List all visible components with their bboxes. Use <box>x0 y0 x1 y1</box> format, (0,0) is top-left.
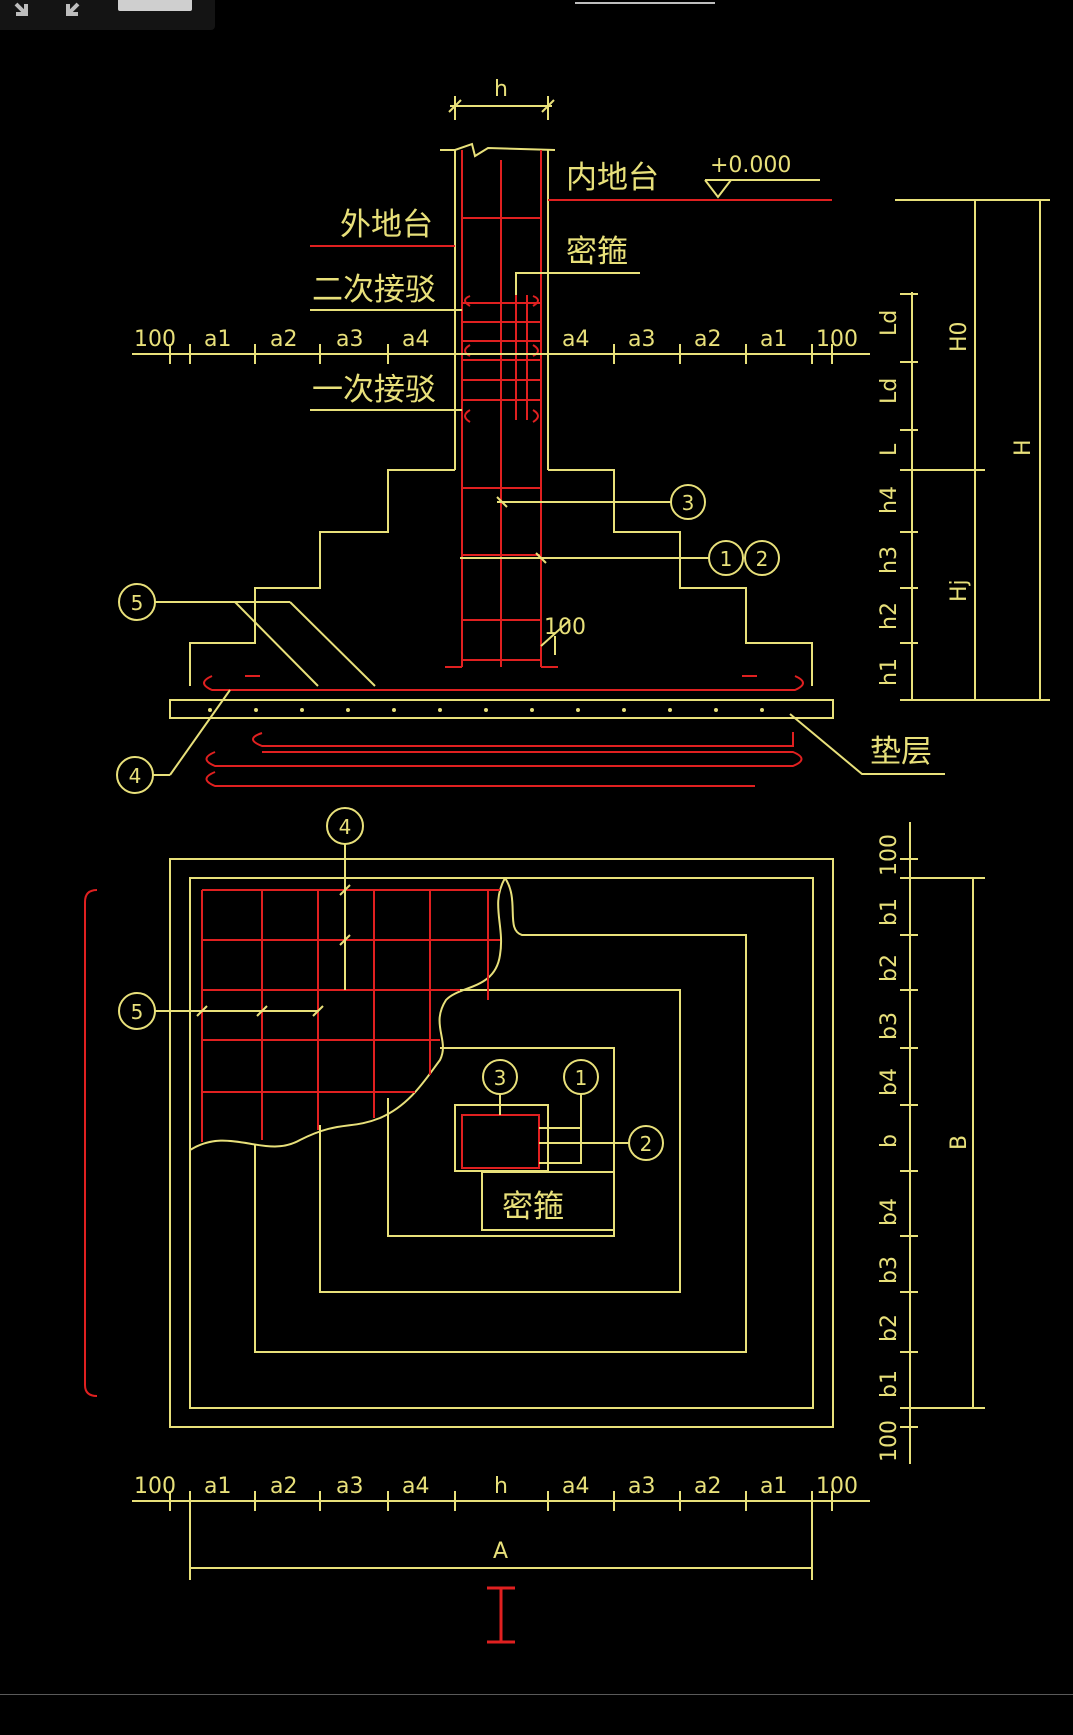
section-dim-left-3: a3 <box>336 327 363 352</box>
section-dim-right-3: a1 <box>760 327 787 352</box>
plan-dim-b4-bottom: b4 <box>877 1198 902 1226</box>
section-dim-left-1: a1 <box>204 327 231 352</box>
section-dim-right-1: a3 <box>628 327 655 352</box>
plan-bubble-3: 3 <box>494 1066 507 1090</box>
section-dim-right-4: 100 <box>816 327 858 352</box>
plan-dim-100-bottom: 100 <box>877 1420 902 1462</box>
vert-dim-h3: h3 <box>877 546 902 574</box>
section-dim-left-0: 100 <box>134 327 176 352</box>
ground-lines <box>310 179 832 247</box>
first-splice-label: 一次接驳 <box>312 372 436 408</box>
footing-rebar <box>203 675 804 787</box>
plan-bottom-dim <box>132 1491 870 1580</box>
plan-dim-b-total: B <box>947 1135 972 1150</box>
column-rebar <box>445 150 558 668</box>
stirrup-label: 密箍 <box>566 234 628 270</box>
plan-dim-b3-bottom: b3 <box>877 1256 902 1284</box>
inner-ground-label: 内地台 <box>566 160 659 196</box>
plan-bottom-dim-4: a4 <box>402 1474 429 1499</box>
vert-dim-h4: h4 <box>877 486 902 514</box>
vert-dim-h-total: H <box>1011 439 1036 456</box>
plan-dim-b1-bottom: b1 <box>877 1370 902 1398</box>
plan-vert-dim <box>900 822 985 1464</box>
plan-bottom-dim-9: a1 <box>760 1474 787 1499</box>
plan-dim-b3-top: b3 <box>877 1012 902 1040</box>
plan-bottom-dim-5: h <box>494 1474 508 1499</box>
plan-bubble-2: 2 <box>640 1132 653 1156</box>
stirrup-leader <box>515 272 640 295</box>
plan-bottom-dim-0: 100 <box>134 1474 176 1499</box>
bottom-divider <box>0 1694 1073 1695</box>
elevation-marker <box>704 179 820 199</box>
bubble-2: 2 <box>756 547 769 571</box>
toolbar-button[interactable] <box>118 0 192 11</box>
section-dim-left-2: a2 <box>270 327 297 352</box>
plan-stirrup-label: 密箍 <box>502 1189 564 1225</box>
section-view <box>169 142 834 719</box>
vert-dim-l: L <box>877 443 902 456</box>
plan-rebar-mesh <box>84 889 540 1397</box>
plan-bottom-dim-8: a2 <box>694 1474 721 1499</box>
vert-dim-hj: Hj <box>947 579 972 602</box>
plan-dim-b1-top: b1 <box>877 898 902 926</box>
vert-dim-h1: h1 <box>877 658 902 686</box>
section-dim-right-2: a2 <box>694 327 721 352</box>
plan-bottom-dim-2: a2 <box>270 1474 297 1499</box>
section-vert-dim <box>895 199 1050 701</box>
plan-dim-b2-bottom: b2 <box>877 1314 902 1342</box>
section-mark <box>487 1586 515 1644</box>
plan-bottom-dim-3: a3 <box>336 1474 363 1499</box>
splice-leaders <box>310 309 462 411</box>
plan-bottom-dim-6: a4 <box>562 1474 589 1499</box>
bubble-3: 3 <box>682 491 695 515</box>
plan-dim-100-top: 100 <box>877 834 902 876</box>
plan-bubble-1: 1 <box>575 1066 588 1090</box>
bubble-1: 1 <box>720 547 733 571</box>
bubble-4: 4 <box>129 764 142 788</box>
toolbar <box>0 0 215 30</box>
plan-column-leaders <box>482 1059 664 1164</box>
vert-dim-h0: H0 <box>947 321 972 352</box>
plan-bottom-dim-7: a3 <box>628 1474 655 1499</box>
section-vert-labels: Ld Ld L h4 h3 h2 h1 H0 Hj H <box>877 310 1036 686</box>
plan-bubble-4: 4 <box>339 815 352 839</box>
elevation-label: +0.000 <box>710 153 791 178</box>
column-width-label: h <box>494 77 508 102</box>
section-dim-left-4: a4 <box>402 327 429 352</box>
section-bubble-leaders <box>460 484 780 576</box>
plan-dim-b2-top: b2 <box>877 954 902 982</box>
cushion-leader <box>789 713 945 775</box>
plan-bottom-dim-1: a1 <box>204 1474 231 1499</box>
plan-bubble-4-leader <box>326 807 364 990</box>
section-dim-right-0: a4 <box>562 327 589 352</box>
bubble-5: 5 <box>131 591 144 615</box>
plan-dim-b4-top: b4 <box>877 1068 902 1096</box>
column-width-dim <box>448 96 555 120</box>
plan-view <box>169 858 834 1428</box>
offset-label: 100 <box>544 615 586 640</box>
vert-dim-h2: h2 <box>877 602 902 630</box>
cushion-label: 垫层 <box>870 734 932 770</box>
vert-dim-ld1: Ld <box>877 310 902 336</box>
second-splice-label: 二次接驳 <box>312 272 436 308</box>
title-indicator <box>575 2 715 4</box>
shrink-arrows-icon[interactable] <box>12 2 82 18</box>
plan-total-length: A <box>493 1539 508 1564</box>
plan-bubble-5: 5 <box>131 1000 144 1024</box>
plan-dim-b: b <box>877 1134 902 1148</box>
cushion-hatch <box>208 708 764 712</box>
offset-dim <box>540 619 571 655</box>
section-bubble-4-leader <box>116 689 231 794</box>
plan-bubble-5-leader <box>118 992 324 1030</box>
vert-dim-ld2: Ld <box>877 378 902 404</box>
section-horiz-dim <box>132 344 870 364</box>
section-bubble-5-leader <box>118 583 376 687</box>
plan-vert-labels: 100 b1 b2 b3 b4 b b4 b3 b2 b1 100 B <box>877 834 972 1462</box>
plan-bottom-dim-10: 100 <box>816 1474 858 1499</box>
outer-ground-label: 外地台 <box>340 207 433 243</box>
